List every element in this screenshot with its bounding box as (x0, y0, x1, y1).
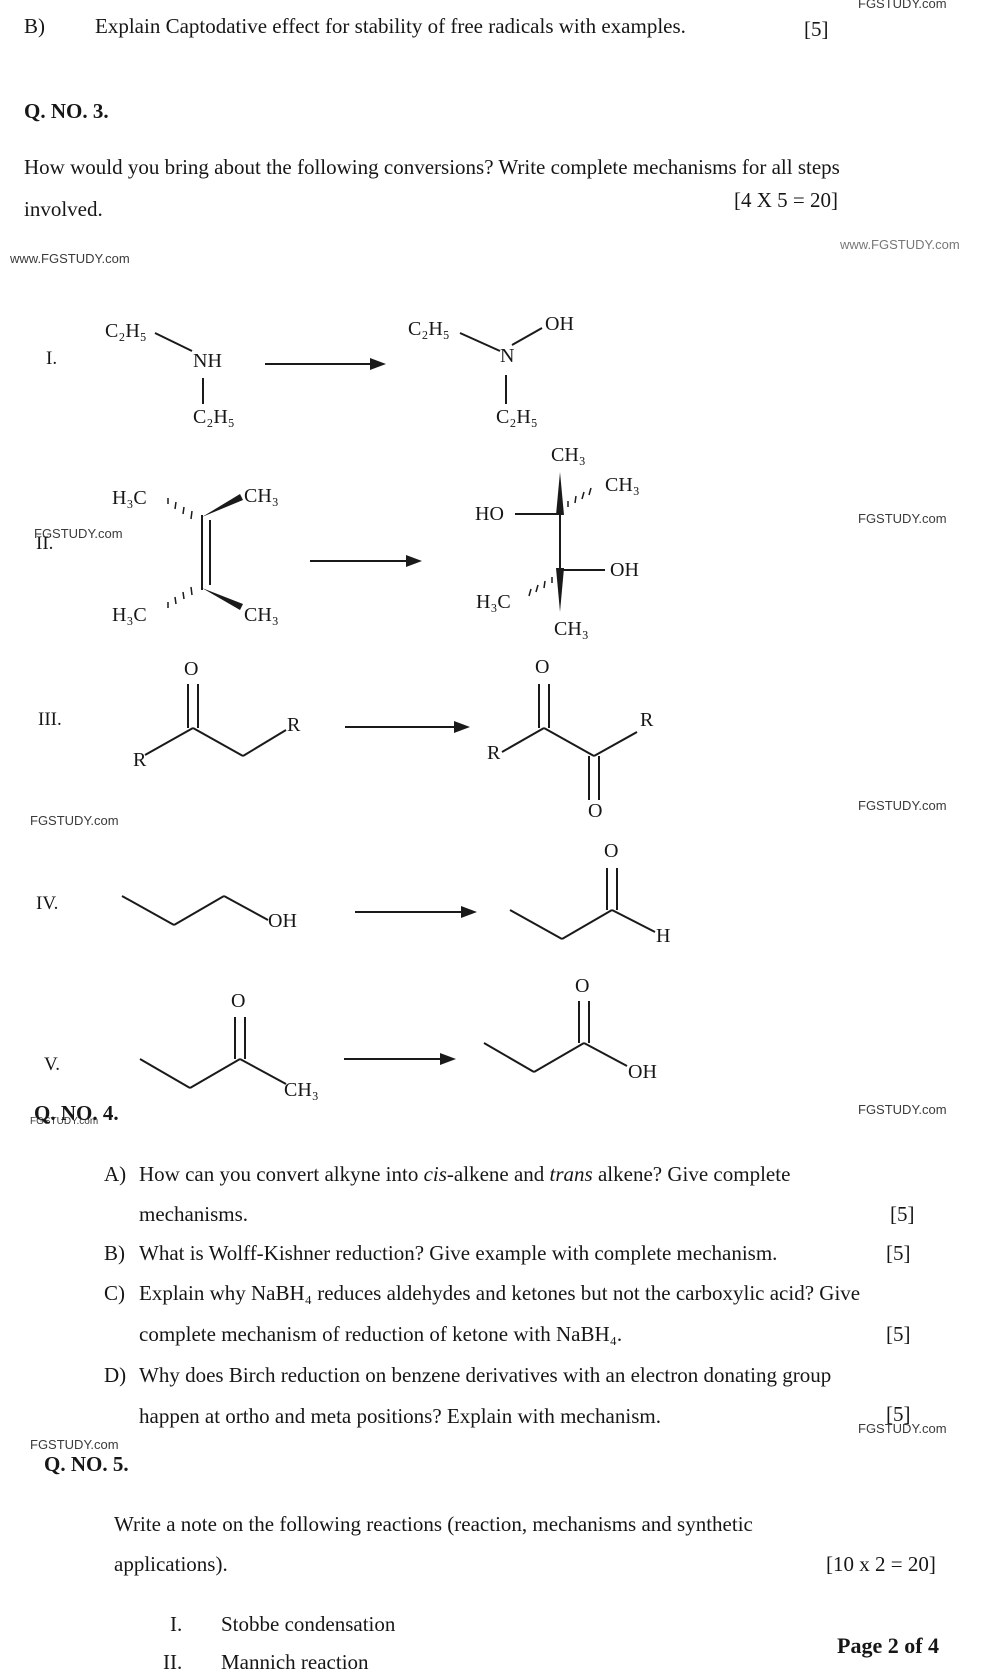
watermark: FGSTUDY.com (30, 1116, 99, 1127)
q4d-label: D) (104, 1363, 127, 1387)
q5-item-text: Mannich reaction (221, 1650, 369, 1674)
chem-label: O (604, 840, 619, 862)
watermark: www.FGSTUDY.com (10, 251, 130, 266)
chem-label: H (656, 925, 671, 947)
watermark: FGSTUDY.com (34, 526, 123, 541)
watermark: FGSTUDY.com (858, 1421, 947, 1436)
q3-item-label: I. (46, 348, 58, 369)
chem-label: OH (610, 559, 639, 581)
q3-item-label: III. (38, 709, 62, 730)
chem-label: HO (475, 503, 504, 525)
chem-label: OH (268, 910, 297, 932)
page-number: Page 2 of 4 (837, 1633, 940, 1658)
q2b-text: Explain Captodative effect for stability… (95, 14, 686, 38)
bond (154, 332, 193, 352)
q4b-line1: What is Wolff-Kishner reduction? Give ex… (139, 1241, 778, 1265)
q5-question-line1: Write a note on the following reactions … (114, 1512, 753, 1536)
q4b-marks: [5] (886, 1241, 911, 1265)
chem-label: C₂H₅ (496, 406, 538, 428)
watermark: FGSTUDY.com (858, 1102, 947, 1117)
q4a-marks: [5] (890, 1202, 915, 1226)
chem-label: O (575, 975, 590, 997)
chem-label: C₂H₅ (105, 320, 147, 342)
wedge-bond (556, 472, 564, 515)
chem-label: R (640, 709, 654, 731)
q4a-label: A) (104, 1162, 127, 1186)
wedge-bond (202, 588, 243, 610)
chem-label: H₃C (112, 604, 147, 626)
chem-label: NH (193, 350, 222, 372)
watermark: www.FGSTUDY.com (840, 237, 960, 252)
q3-item-label: II. (36, 533, 54, 554)
chem-label: O (588, 800, 603, 822)
watermark: FGSTUDY.com (858, 511, 947, 526)
q4a-line1: How can you convert alkyne into cis-alke… (139, 1162, 791, 1186)
chem-label: OH (628, 1061, 657, 1083)
chem-label: H₃C (476, 591, 511, 613)
wedge-bond (556, 568, 564, 612)
q3-item-label: IV. (36, 893, 59, 914)
q4b-label: B) (104, 1241, 125, 1265)
q4c-line1: Explain why NaBH₄ reduces aldehydes and … (139, 1281, 861, 1305)
chem-label: CH₃ (605, 474, 640, 496)
q4d-marks: [5] (886, 1402, 911, 1426)
watermark: FGSTUDY.com (30, 1437, 119, 1452)
chem-label: R (287, 714, 301, 736)
q4d-line1: Why does Birch reduction on benzene deri… (139, 1363, 832, 1387)
bond (459, 332, 501, 352)
watermark: FGSTUDY.com (858, 798, 947, 813)
watermark: FGSTUDY.com (858, 0, 947, 11)
chem-label: OH (545, 313, 574, 335)
bond (511, 327, 543, 346)
q4c-marks: [5] (886, 1322, 911, 1346)
chem-label: R (487, 742, 501, 764)
chem-label: CH₃ (244, 485, 279, 507)
q4c-label: C) (104, 1281, 125, 1305)
chem-label: R (133, 749, 147, 771)
q4c-line2: complete mechanism of reduction of keton… (139, 1322, 623, 1346)
q5-question-line2: applications). (114, 1552, 228, 1576)
q5-heading: Q. NO. 5. (44, 1452, 129, 1476)
q4a-line2: mechanisms. (139, 1202, 249, 1226)
chem-label: CH₃ (244, 604, 279, 626)
chem-label: CH₃ (284, 1079, 319, 1101)
q3-item-label: V. (44, 1054, 61, 1075)
q4d-line2: happen at ortho and meta positions? Expl… (139, 1404, 661, 1428)
q5-item-text: Stobbe condensation (221, 1612, 396, 1636)
q3-heading: Q. NO. 3. (24, 99, 109, 123)
q5-item-number: I. (170, 1612, 183, 1636)
watermark: FGSTUDY.com (30, 813, 119, 828)
chem-label: N (500, 345, 515, 367)
chem-label: O (535, 656, 550, 678)
chem-label: C₂H₅ (408, 318, 450, 340)
wedge-bond (202, 494, 243, 517)
chem-label: CH₃ (551, 444, 586, 466)
q5-item-number: II. (163, 1650, 183, 1674)
chem-label: O (184, 658, 199, 680)
q3-question-line1: How would you bring about the following … (24, 155, 840, 179)
chem-label: H₃C (112, 487, 147, 509)
chem-label: O (231, 990, 246, 1012)
chem-label: C₂H₅ (193, 406, 235, 428)
q2b-label: B) (24, 14, 45, 38)
q3-question-line2: involved. (24, 197, 103, 221)
q5-marks: [10 x 2 = 20] (826, 1552, 936, 1576)
q3-marks: [4 X 5 = 20] (734, 188, 838, 212)
q4-heading: Q. NO. 4. (34, 1101, 119, 1125)
chem-label: CH₃ (554, 618, 589, 640)
q2b-marks: [5] (804, 17, 829, 41)
